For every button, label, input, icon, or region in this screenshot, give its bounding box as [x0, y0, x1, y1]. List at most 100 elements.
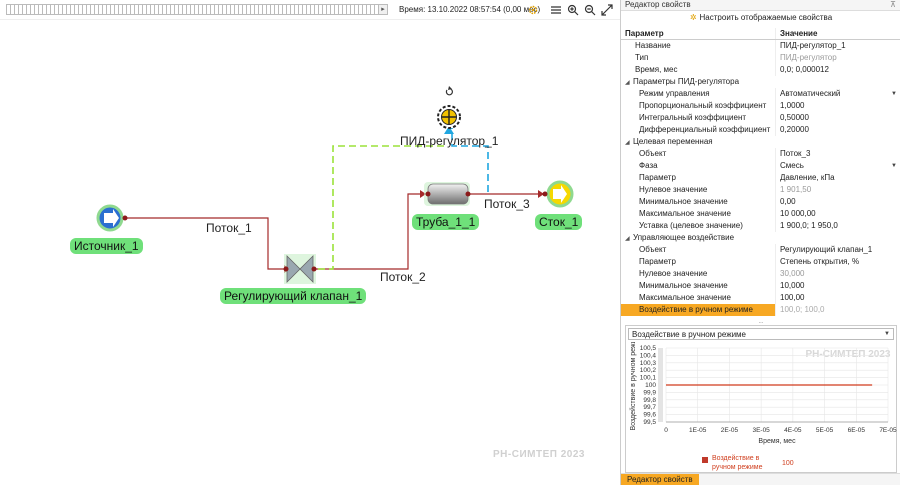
flow-arrow-3 [538, 190, 544, 198]
property-value[interactable]: ПИД-регулятор [775, 52, 900, 64]
property-row[interactable]: Максимальное значение 100,00 [621, 292, 900, 304]
property-value[interactable]: 30,000 [775, 268, 900, 280]
property-value[interactable]: 10 000,00 [775, 208, 900, 220]
property-value[interactable]: Степень открытия, % [775, 256, 900, 268]
valve-label: Регулирующий клапан_1 [220, 288, 367, 304]
y-tick-label: 99,9 [643, 389, 656, 396]
flow-label-2: Поток_2 [380, 270, 426, 284]
property-value-text: Давление, кПа [780, 173, 835, 182]
property-row[interactable]: Уставка (целевое значение)1 900,0; 1 950… [621, 220, 900, 232]
timeline-end-arrow[interactable]: ▸ [378, 4, 388, 15]
legend-label: Воздействие в ручном режиме [712, 455, 763, 471]
property-value[interactable]: 100,00 [775, 292, 900, 304]
fit-icon[interactable] [599, 2, 615, 18]
source-node[interactable] [96, 204, 128, 232]
valve-node[interactable] [283, 254, 317, 284]
property-value-text: 10 000,00 [780, 209, 816, 218]
property-value[interactable]: 100,0; 100,0 [775, 304, 900, 316]
property-value[interactable]: Автоматический▼ [775, 88, 900, 100]
pin-icon[interactable]: ⊼ [890, 0, 896, 9]
chart-parameter-select[interactable]: Воздействие в ручном режиме ▼ [628, 328, 894, 340]
property-value[interactable]: 0,20000 [775, 124, 900, 136]
chart-legend: Воздействие в ручном режиме [702, 454, 782, 472]
property-value[interactable]: 10,000 [775, 280, 900, 292]
flow-line-2 [315, 193, 420, 270]
property-name: ◢Управляющее воздействие [621, 232, 775, 244]
property-value-text: 1 901,50 [780, 185, 812, 194]
property-group-row[interactable]: ◢Целевая переменная [621, 136, 900, 148]
property-value[interactable]: 0,00 [775, 196, 900, 208]
property-value-text: ПИД-регулятор_1 [780, 41, 846, 50]
property-group-row[interactable]: ◢Управляющее воздействие [621, 232, 900, 244]
property-name: ◢Целевая переменная [621, 136, 775, 148]
refresh-icon[interactable] [445, 86, 453, 96]
collapse-triangle-icon[interactable]: ◢ [625, 80, 630, 86]
canvas-toolbar: ▸ Время: 13.10.2022 08:57:54 (0,00 мес) [0, 0, 620, 20]
zoom-out-icon[interactable] [582, 2, 598, 18]
property-value[interactable]: Давление, кПа [775, 172, 900, 184]
collapse-triangle-icon[interactable]: ◢ [625, 140, 630, 146]
property-value-text: Смесь [780, 161, 804, 170]
property-editor-panel: Редактор свойств ⊼ ✲Настроить отображаем… [620, 0, 900, 485]
collapse-triangle-icon[interactable]: ◢ [625, 236, 630, 242]
diagram-lines [96, 86, 574, 284]
y-tick-label: 100,4 [640, 352, 657, 359]
property-value[interactable]: 0,0; 0,000012 [775, 64, 900, 76]
property-group-row[interactable]: ◢Параметры ПИД-регулятора [621, 76, 900, 88]
property-name: Режим управления [621, 88, 775, 100]
chevron-down-icon[interactable]: ▼ [891, 163, 897, 169]
tab-property-editor[interactable]: Редактор свойств [621, 474, 699, 485]
property-value[interactable]: Регулирующий клапан_1 [775, 244, 900, 256]
property-value-text: Регулирующий клапан_1 [780, 245, 873, 254]
property-value[interactable]: 0,50000 [775, 112, 900, 124]
configure-properties-button[interactable]: ✲Настроить отображаемые свойства [621, 11, 900, 25]
property-name-text: Время, мес [635, 65, 678, 74]
sink-node[interactable] [542, 180, 574, 208]
property-name: Пропорциональный коэффициент [621, 100, 775, 112]
zoom-in-icon[interactable] [565, 2, 581, 18]
property-row[interactable]: Объект Регулирующий клапан_1 [621, 244, 900, 256]
property-name-text: Максимальное значение [639, 293, 731, 302]
property-value[interactable]: ПИД-регулятор_1 [775, 40, 900, 52]
list-icon[interactable] [548, 2, 564, 18]
chevron-down-icon[interactable]: ▼ [891, 91, 897, 97]
diagram-canvas[interactable]: ▸ Время: 13.10.2022 08:57:54 (0,00 мес) [0, 0, 620, 485]
property-value[interactable]: Смесь ▼ [775, 160, 900, 172]
gear-icon[interactable] [525, 2, 541, 18]
x-tick-label: 3E-05 [752, 427, 770, 434]
pid-regulator-node[interactable] [437, 105, 461, 129]
property-name: Время, мес [621, 64, 775, 76]
property-name: Объект [621, 244, 775, 256]
property-value-text: 0,0; 0,000012 [780, 65, 829, 74]
property-name-text: Управляющее воздействие [633, 233, 735, 242]
timeline-slider[interactable]: ▸ [6, 4, 388, 15]
property-value-text: Степень открытия, % [780, 257, 860, 266]
property-value[interactable]: 1 901,50 [775, 184, 900, 196]
pipe-node[interactable] [424, 182, 471, 206]
property-value[interactable]: 1,0000 [775, 100, 900, 112]
panel-splitter[interactable]: ... [758, 319, 764, 325]
property-value[interactable]: Поток_3 [775, 148, 900, 160]
property-value[interactable]: 1 900,0; 1 950,0 [775, 220, 900, 232]
y-tick-label: 100,5 [640, 345, 657, 352]
header-value: Значение [775, 28, 900, 39]
property-row[interactable]: Время, мес 0,0; 0,000012 [621, 64, 900, 76]
panel-title: Редактор свойств [621, 0, 900, 11]
property-value [775, 136, 900, 148]
